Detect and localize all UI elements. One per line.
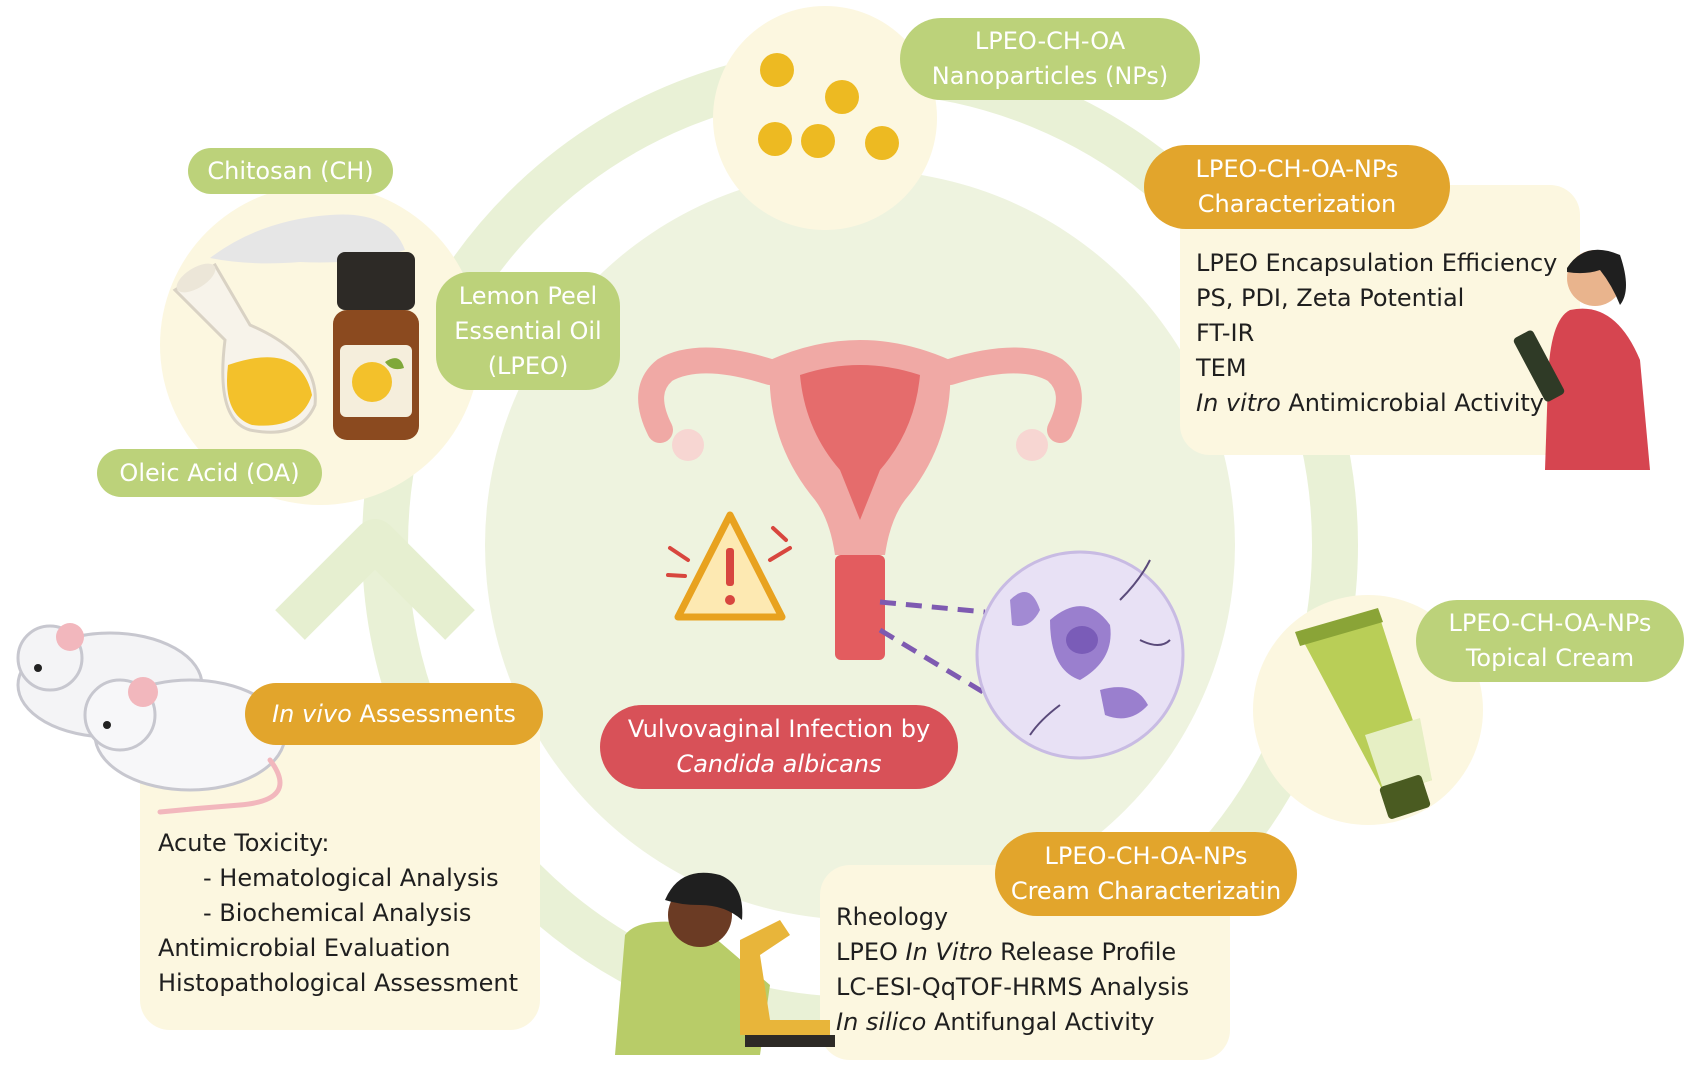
- cream-characterization-title: LPEO-CH-OA-NPs Cream Characterizatin: [995, 832, 1297, 916]
- in-vitro-italic: In vitro: [1196, 389, 1281, 417]
- lemon-peel-oil-label: Lemon Peel Essential Oil (LPEO): [436, 272, 620, 390]
- topical-cream-label: LPEO-CH-OA-NPs Topical Cream: [1416, 600, 1684, 682]
- cream-item2-italic: In Vitro: [905, 938, 993, 966]
- in-vivo-italic: In vivo: [272, 699, 352, 728]
- cream-item: LC-ESI-QqTOF-HRMS Analysis: [836, 973, 1190, 1001]
- in-vivo-item: Histopathological Assessment: [158, 969, 518, 997]
- in-vivo-item: Antimicrobial Evaluation: [158, 934, 451, 962]
- cream-item: Rheology: [836, 903, 949, 931]
- oleic-text: Oleic Acid (OA): [119, 458, 300, 487]
- chitosan-text: Chitosan (CH): [207, 156, 374, 185]
- characterization-item: In vitro Antimicrobial Activity: [1196, 386, 1557, 421]
- cream-item4-italic: In silico: [836, 1008, 927, 1036]
- mice-icon: [16, 623, 287, 815]
- nanoparticles-line1: LPEO-CH-OA: [974, 27, 1126, 55]
- in-vivo-list: Acute Toxicity: - Hematological Analysis…: [158, 826, 518, 1001]
- nanoparticles-icon: [758, 53, 899, 160]
- chitosan-powder-icon: [210, 214, 405, 264]
- in-vitro-rest: Antimicrobial Activity: [1280, 389, 1545, 417]
- in-vivo-item: - Biochemical Analysis: [203, 899, 472, 927]
- characterization-item: TEM: [1196, 354, 1247, 382]
- cream-item: In silico Antifungal Activity: [836, 1005, 1189, 1040]
- characterization-item: PS, PDI, Zeta Potential: [1196, 284, 1465, 312]
- flask-icon: [172, 262, 317, 434]
- topical-cream-line1: LPEO-CH-OA-NPs: [1448, 609, 1652, 637]
- nanoparticles-label: LPEO-CH-OA Nanoparticles (NPs): [900, 18, 1200, 100]
- in-vivo-title: In vivo Assessments: [245, 683, 543, 745]
- in-vivo-rest: Assessments: [351, 699, 516, 728]
- characterization-list: LPEO Encapsulation Efficiency PS, PDI, Z…: [1196, 246, 1557, 421]
- dashed-connector: [879, 599, 986, 615]
- researcher-woman-icon: [1513, 249, 1650, 470]
- in-vivo-item: Acute Toxicity:: [158, 829, 330, 857]
- scientist-microscope-icon: [615, 872, 835, 1055]
- lemon-line2: Essential Oil: [454, 316, 602, 345]
- cream-item2-b: Release Profile: [992, 938, 1177, 966]
- characterization-item: LPEO Encapsulation Efficiency: [1196, 249, 1558, 277]
- warning-icon: [666, 511, 792, 621]
- nanoparticles-line2: Nanoparticles (NPs): [931, 62, 1169, 90]
- cycle-arrow-icon: [275, 519, 475, 640]
- in-vivo-item: - Hematological Analysis: [203, 864, 499, 892]
- infection-line2: Candida albicans: [676, 750, 882, 778]
- characterization-card: [1180, 185, 1580, 455]
- cream-characterization-list: Rheology LPEO In Vitro Release Profile L…: [836, 900, 1189, 1040]
- candida-cells-icon: [975, 550, 1185, 760]
- dashed-connector: [878, 627, 990, 698]
- cream-title-line2: Cream Characterizatin: [1010, 877, 1282, 905]
- cream-item2-a: LPEO: [836, 938, 906, 966]
- essential-oil-bottle-icon: [333, 252, 419, 440]
- cream-tube-icon: [1295, 608, 1432, 819]
- oleic-acid-label: Oleic Acid (OA): [97, 449, 322, 497]
- cream-item4-rest: Antifungal Activity: [926, 1008, 1155, 1036]
- chitosan-label: Chitosan (CH): [188, 148, 393, 194]
- characterization-title-line1: LPEO-CH-OA-NPs: [1195, 155, 1399, 183]
- characterization-title-line2: Characterization: [1197, 190, 1397, 218]
- infection-label: Vulvovaginal Infection by Candida albica…: [600, 705, 958, 789]
- cream-item: LPEO In Vitro Release Profile: [836, 935, 1189, 970]
- uterus-icon: [638, 340, 1082, 660]
- infection-line1: Vulvovaginal Infection by: [627, 715, 931, 743]
- cream-title-line1: LPEO-CH-OA-NPs: [1044, 842, 1248, 870]
- lemon-line1: Lemon Peel: [458, 281, 598, 310]
- in-vivo-title-text: In vivo Assessments: [272, 697, 516, 732]
- topical-cream-line2: Topical Cream: [1465, 644, 1635, 672]
- characterization-title: LPEO-CH-OA-NPs Characterization: [1144, 145, 1450, 229]
- lemon-line3: (LPEO): [487, 351, 569, 380]
- characterization-item: FT-IR: [1196, 319, 1255, 347]
